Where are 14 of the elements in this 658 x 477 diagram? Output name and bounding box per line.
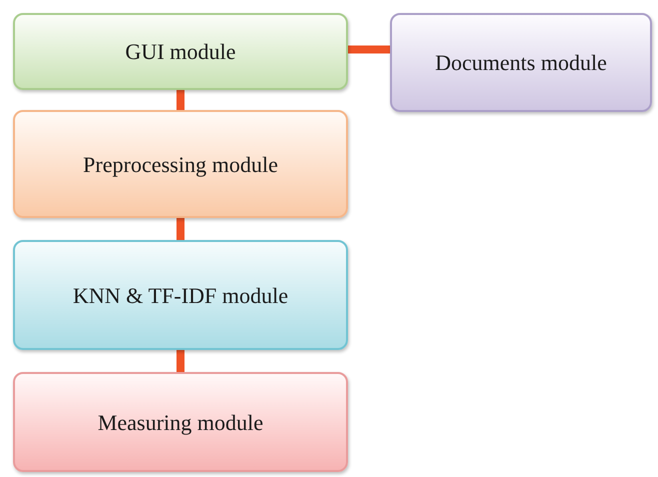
- module-box: [13, 13, 348, 90]
- module-box: [390, 13, 652, 112]
- connector-line: [176, 218, 184, 240]
- connector-line: [348, 46, 390, 54]
- module-box: [13, 110, 348, 218]
- connector-line: [176, 90, 184, 110]
- module-label: Measuring module: [98, 408, 264, 437]
- module-label: KNN & TF-IDF module: [72, 282, 288, 310]
- module-label: Documents module: [435, 49, 607, 77]
- module-box: [13, 372, 348, 472]
- module-label: Preprocessing module: [83, 150, 278, 179]
- module-label: GUI module: [125, 38, 236, 66]
- module-box: [13, 240, 348, 350]
- connector-line: [176, 350, 184, 372]
